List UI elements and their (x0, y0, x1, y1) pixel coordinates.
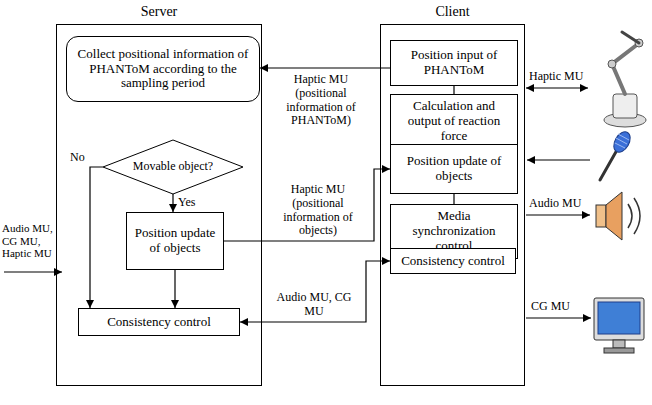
media-unit-label: Audio MU (528, 197, 582, 211)
microphone-arrow (527, 159, 590, 160)
edge-label: No (69, 151, 86, 165)
microphone-icon (600, 129, 634, 180)
edge-label: Haptic MU (positional information of PHA… (266, 73, 376, 128)
process-box: Collect positional information of PHANTo… (66, 36, 260, 102)
process-box: Consistency control (390, 248, 516, 274)
connector (240, 261, 390, 322)
connector (224, 169, 390, 241)
process-box: Position input of PHANToM (390, 40, 518, 86)
node-text: Consistency control (107, 315, 211, 330)
input-label: Audio MU, CG MU, Haptic MU (1, 222, 55, 260)
connector (172, 194, 173, 212)
cg-arrow (526, 317, 591, 318)
client-panel: Position input of PHANToM Calculation and… (380, 24, 525, 386)
process-box: Position update of objects (390, 144, 518, 194)
node-text: Calculation and output of reaction force (395, 99, 513, 144)
node-text: Collect positional information of PHANTo… (71, 47, 255, 92)
connector (260, 67, 390, 68)
process-box: Calculation and output of reaction force (390, 94, 518, 149)
connector (90, 167, 103, 308)
edge-label: Audio MU, CG MU (266, 291, 362, 319)
haptic-arrow (526, 87, 588, 88)
media-unit-label: CG MU (530, 300, 571, 314)
panel-heading: Server (57, 4, 261, 20)
diamond-shape (103, 140, 243, 194)
phantom-device-icon (604, 32, 646, 127)
node-text: Position input of PHANToM (395, 48, 513, 78)
connector (174, 270, 175, 308)
process-box: Consistency control (78, 308, 240, 336)
edge-label: Yes (177, 196, 196, 210)
process-box: Position update of objects (126, 212, 224, 270)
speaker-icon (596, 192, 640, 240)
node-text: Movable object? (133, 160, 213, 174)
connector (453, 194, 454, 204)
edge-label: Haptic MU (positional information of obj… (268, 183, 368, 238)
media-unit-label: Haptic MU (528, 70, 584, 84)
monitor-icon (594, 298, 644, 353)
panel-heading: Client (381, 4, 524, 20)
node-text: Consistency control (401, 254, 505, 269)
input-arrow (4, 271, 62, 272)
decision-diamond: Movable object? (103, 140, 243, 194)
connector (453, 86, 454, 94)
audio-arrow (526, 214, 590, 215)
node-text: Position update of objects (131, 226, 219, 256)
node-text: Position update of objects (395, 154, 513, 184)
server-panel: Collect positional information of PHANTo… (56, 24, 262, 386)
